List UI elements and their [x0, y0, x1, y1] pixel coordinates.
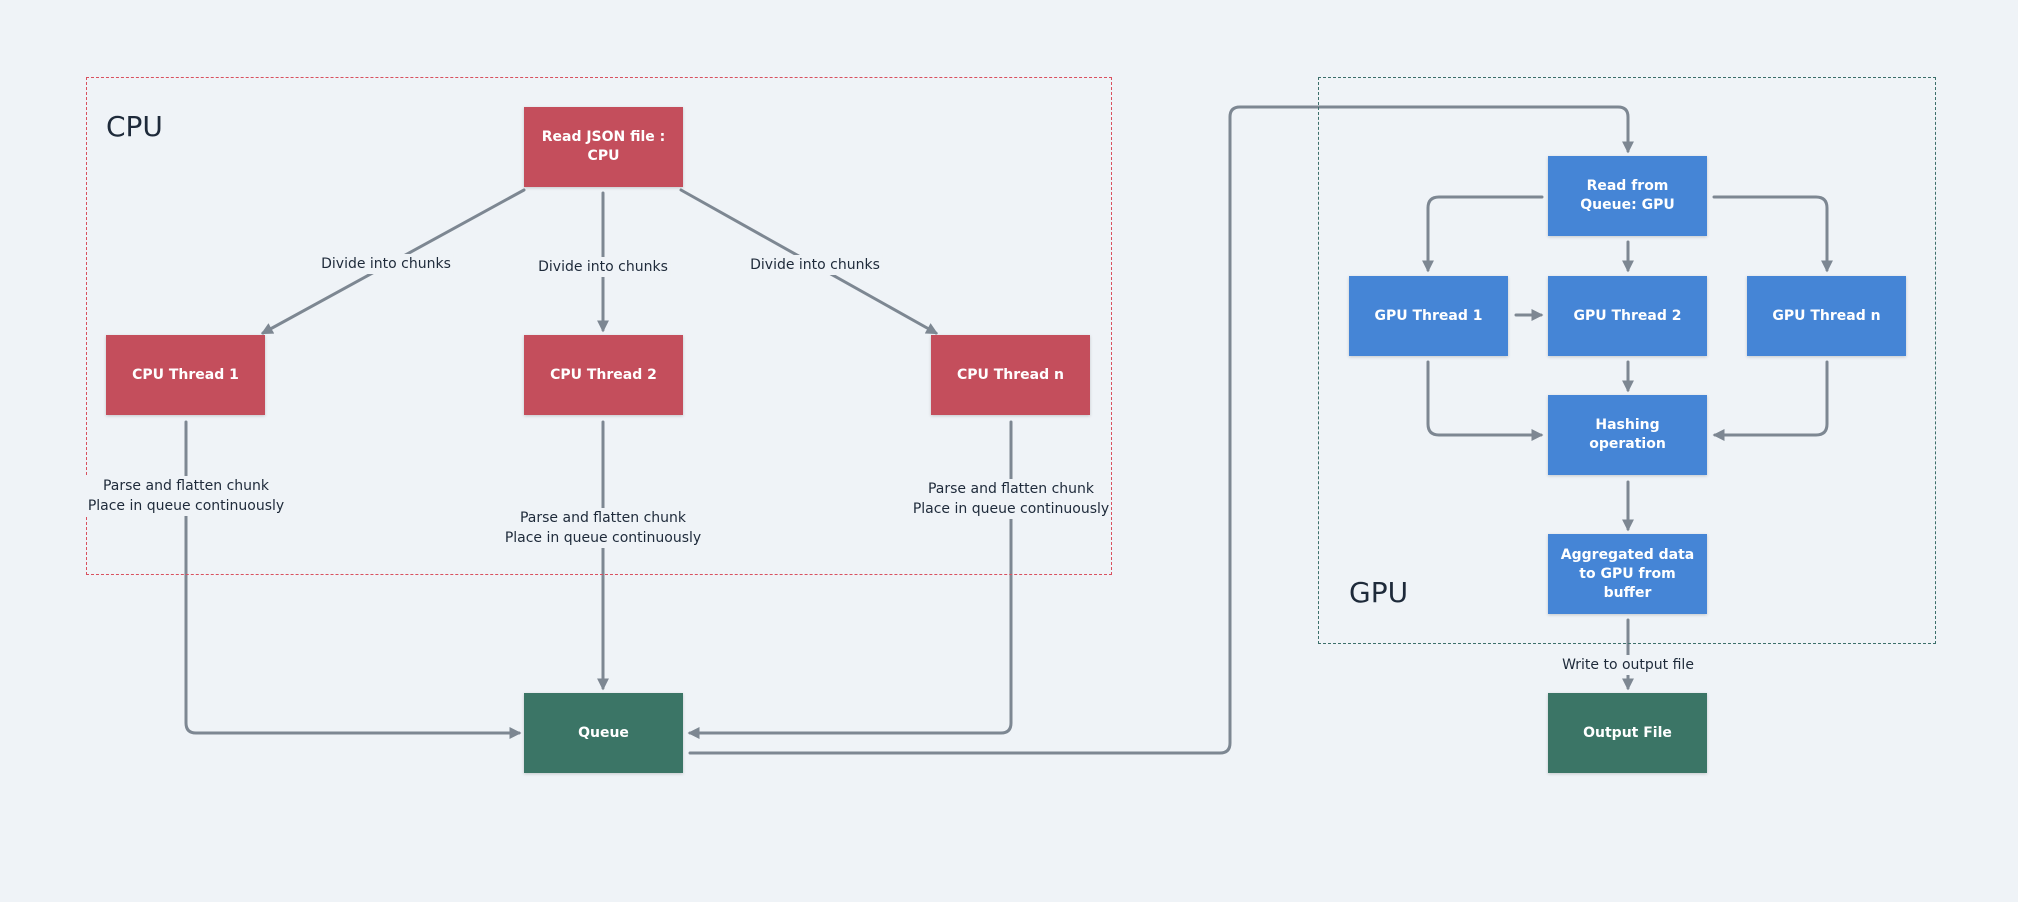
cpu-group — [86, 77, 1112, 575]
edge-label-parse-1-line-2: Place in queue continuously — [87, 498, 285, 514]
node-output-file[interactable]: Output File — [1548, 693, 1707, 773]
node-cpu-thread-n[interactable]: CPU Thread n — [931, 335, 1090, 415]
edge-label-divide-1: Divide into chunks — [319, 254, 453, 274]
node-hashing-operation[interactable]: Hashing operation — [1548, 395, 1707, 475]
edge-label-divide-n: Divide into chunks — [748, 255, 882, 275]
edge-read-queue-to-gpu-thread-1 — [1422, 195, 1544, 273]
edge-label-write-output: Write to output file — [1560, 655, 1696, 675]
edge-label-parse-1-line-1: Parse and flatten chunk — [102, 478, 270, 494]
node-gpu-thread-1[interactable]: GPU Thread 1 — [1349, 276, 1508, 356]
gpu-group-title: GPU — [1349, 576, 1409, 609]
edge-label-parse-2: Parse and flatten chunk Place in queue c… — [502, 508, 704, 548]
edge-label-parse-n-line-1: Parse and flatten chunk — [927, 481, 1095, 497]
node-aggregated-data[interactable]: Aggregated data to GPU from buffer — [1548, 534, 1707, 614]
node-queue[interactable]: Queue — [524, 693, 683, 773]
edge-label-parse-1: Parse and flatten chunk Place in queue c… — [85, 476, 287, 516]
node-cpu-thread-2[interactable]: CPU Thread 2 — [524, 335, 683, 415]
node-gpu-thread-2[interactable]: GPU Thread 2 — [1548, 276, 1707, 356]
edge-cpu-thread-1-to-queue — [184, 420, 522, 739]
edge-label-divide-2: Divide into chunks — [536, 257, 670, 277]
node-cpu-thread-1[interactable]: CPU Thread 1 — [106, 335, 265, 415]
edge-gpu-thread-1-to-hashing — [1426, 360, 1544, 441]
edge-queue-to-read-queue — [688, 105, 1634, 755]
edge-label-parse-2-line-2: Place in queue continuously — [504, 530, 702, 546]
edge-cpu-thread-n-to-queue — [687, 420, 1013, 739]
edge-gpu-thread-n-to-hashing — [1712, 360, 1829, 441]
gpu-group — [1318, 77, 1936, 644]
edge-label-parse-2-line-1: Parse and flatten chunk — [519, 510, 687, 526]
node-gpu-thread-n[interactable]: GPU Thread n — [1747, 276, 1906, 356]
edge-read-queue-to-gpu-thread-n — [1712, 195, 1833, 273]
node-read-json-file[interactable]: Read JSON file : CPU — [524, 107, 683, 187]
edge-label-parse-n-line-2: Place in queue continuously — [912, 501, 1110, 517]
cpu-group-title: CPU — [106, 110, 163, 143]
edge-label-parse-n: Parse and flatten chunk Place in queue c… — [910, 479, 1112, 519]
node-read-from-queue[interactable]: Read from Queue: GPU — [1548, 156, 1707, 236]
